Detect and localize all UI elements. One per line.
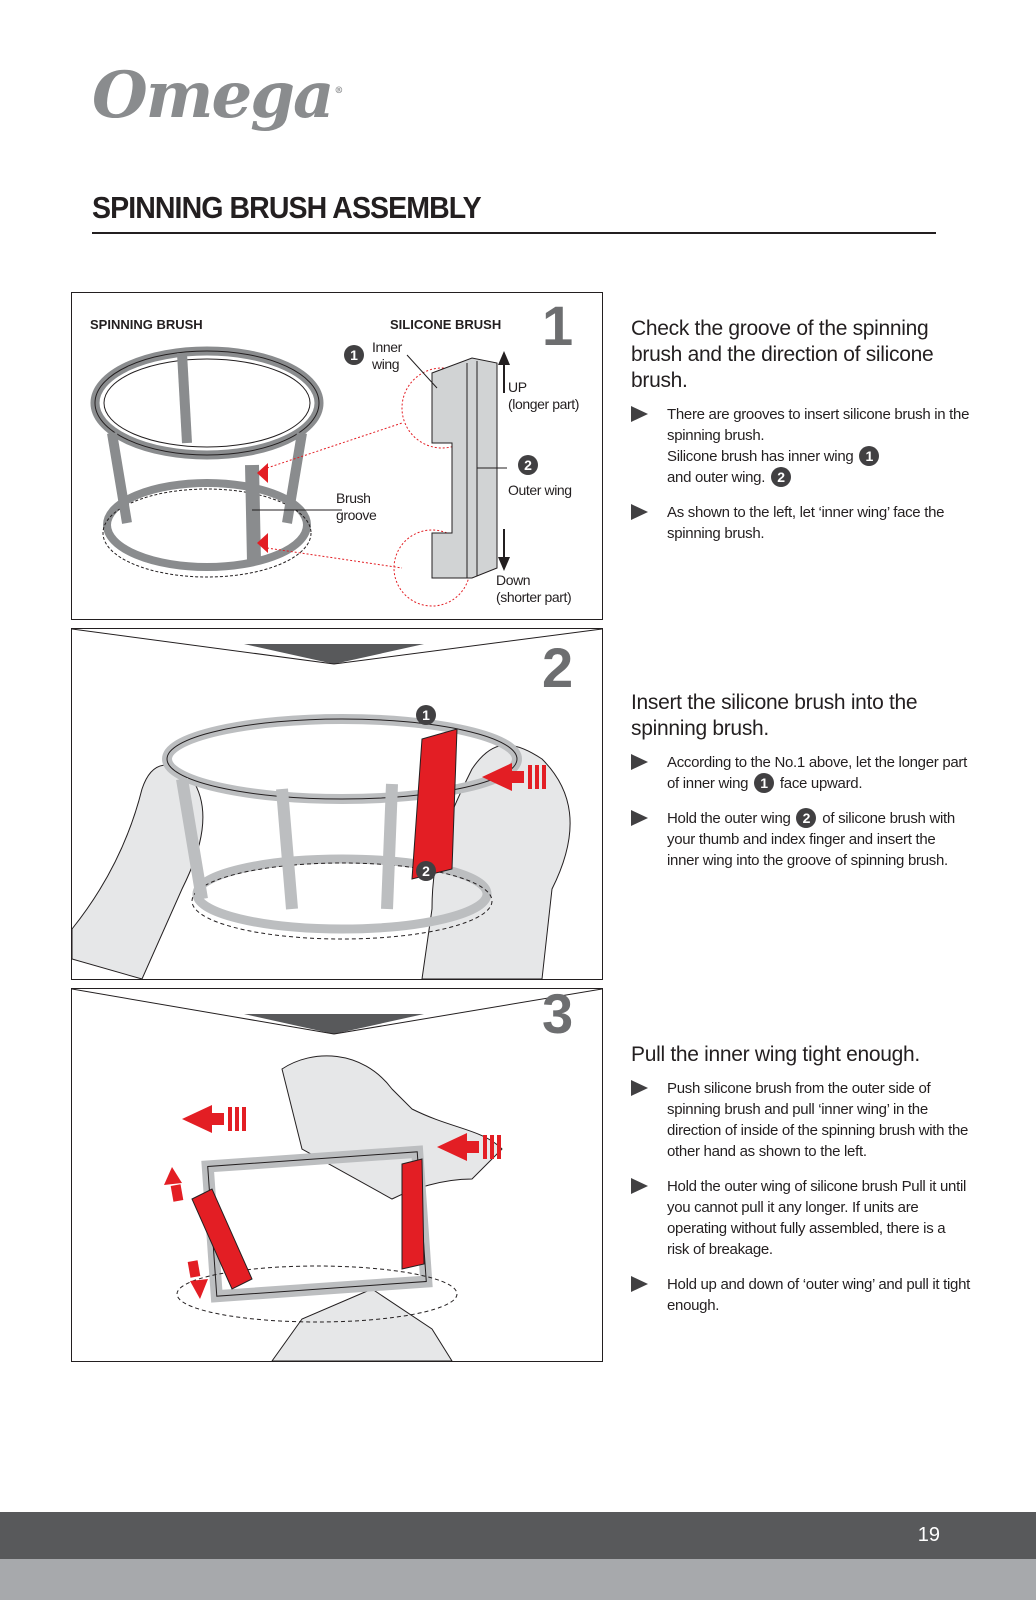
inner-wing-badge: 1 — [344, 345, 364, 365]
step-3-instructions: Pull the inner wing tight enough. Push s… — [631, 1042, 971, 1330]
step-2-bullet-2: Hold the outer wing 2 of silicone brush … — [631, 808, 971, 871]
push-right-arrow-icon — [437, 1133, 467, 1161]
bullet-triangle-icon — [631, 504, 648, 521]
spinning-brush-illustration — [90, 346, 510, 607]
pull-left-arrow-icon — [182, 1105, 212, 1133]
number-badge-icon: 1 — [859, 446, 880, 467]
bullet-triangle-icon — [631, 406, 648, 422]
step-2-instructions: Insert the silicone brush into the spinn… — [631, 690, 971, 885]
footer-bar: 19 — [0, 1512, 1036, 1559]
page-number: 19 — [917, 1524, 940, 1546]
outer-wing-label: Outer wing — [508, 482, 572, 498]
step-number-3: 3 — [542, 988, 574, 1045]
inner-wing-label: Inner wing — [372, 339, 402, 372]
title-divider — [92, 232, 936, 234]
pull-wing-illustration — [72, 989, 602, 1361]
number-badge-icon: 2 — [770, 467, 791, 488]
illustration-panel-1: SPINNING BRUSH SILICONE BRUSH 1 1 Inner … — [71, 292, 603, 620]
number-badge-icon: 1 — [754, 773, 775, 794]
step-2-heading: Insert the silicone brush into the spinn… — [631, 691, 918, 740]
step-3-bullet-1: Push silicone brush from the outer side … — [631, 1078, 971, 1162]
bullet-triangle-icon — [631, 1178, 648, 1194]
up-arrow-icon — [498, 351, 510, 365]
registered-mark: ® — [334, 86, 343, 96]
illustration-panel-2: 2 1 2 — [71, 628, 603, 980]
outer-wing-badge-2: 2 — [416, 861, 436, 881]
step-3-heading: Pull the inner wing tight enough. — [631, 1043, 920, 1066]
brush-groove-label: Brush groove — [336, 490, 377, 523]
step-3-bullet-2: Hold the outer wing of silicone brush Pu… — [631, 1176, 971, 1260]
insert-brush-illustration — [72, 629, 602, 979]
brand-logo: Omega® — [92, 58, 343, 133]
bullet-triangle-icon — [631, 754, 648, 770]
inner-wing-badge-2: 1 — [416, 705, 436, 725]
step-number-1: 1 — [542, 294, 574, 357]
bullet-triangle-icon — [631, 810, 648, 827]
outer-wing-badge: 2 — [518, 455, 538, 475]
bullet-triangle-icon — [631, 1276, 648, 1292]
silicone-brush-label: SILICONE BRUSH — [390, 317, 502, 332]
step-divider-arrow-icon — [244, 1014, 424, 1034]
pull-down-arrow-icon — [190, 1279, 208, 1299]
step-1-instructions: Check the groove of the spinning brush a… — [631, 316, 971, 558]
down-label: Down — [496, 572, 531, 588]
illustration-panel-3: 3 — [71, 988, 603, 1362]
down-sub-label: (shorter part) — [496, 589, 572, 605]
push-arrow-icon — [482, 763, 512, 791]
step-1-heading: Check the groove of the spinning brush a… — [631, 317, 934, 392]
logo-text: Omega — [92, 58, 334, 133]
step-3-bullet-3: Hold up and down of ‘outer wing’ and pul… — [631, 1274, 971, 1316]
bullet-triangle-icon — [631, 1080, 648, 1096]
step-1-bullet-1: There are grooves to insert silicone bru… — [631, 404, 971, 488]
footer-band — [0, 1559, 1036, 1600]
step-number-2: 2 — [542, 636, 574, 699]
step-divider-arrow-icon — [244, 644, 424, 664]
spinning-brush-label: SPINNING BRUSH — [90, 317, 203, 332]
number-badge-icon: 2 — [796, 808, 817, 829]
page-title: SPINNING BRUSH ASSEMBLY — [92, 190, 482, 225]
up-label: UP — [508, 379, 527, 395]
step-2-bullet-1: According to the No.1 above, let the lon… — [631, 752, 971, 794]
step-1-bullet-2: As shown to the left, let ‘inner wing’ f… — [631, 502, 971, 544]
pull-up-arrow-icon — [164, 1167, 182, 1185]
down-arrow-icon — [498, 557, 510, 571]
up-sub-label: (longer part) — [508, 396, 580, 412]
